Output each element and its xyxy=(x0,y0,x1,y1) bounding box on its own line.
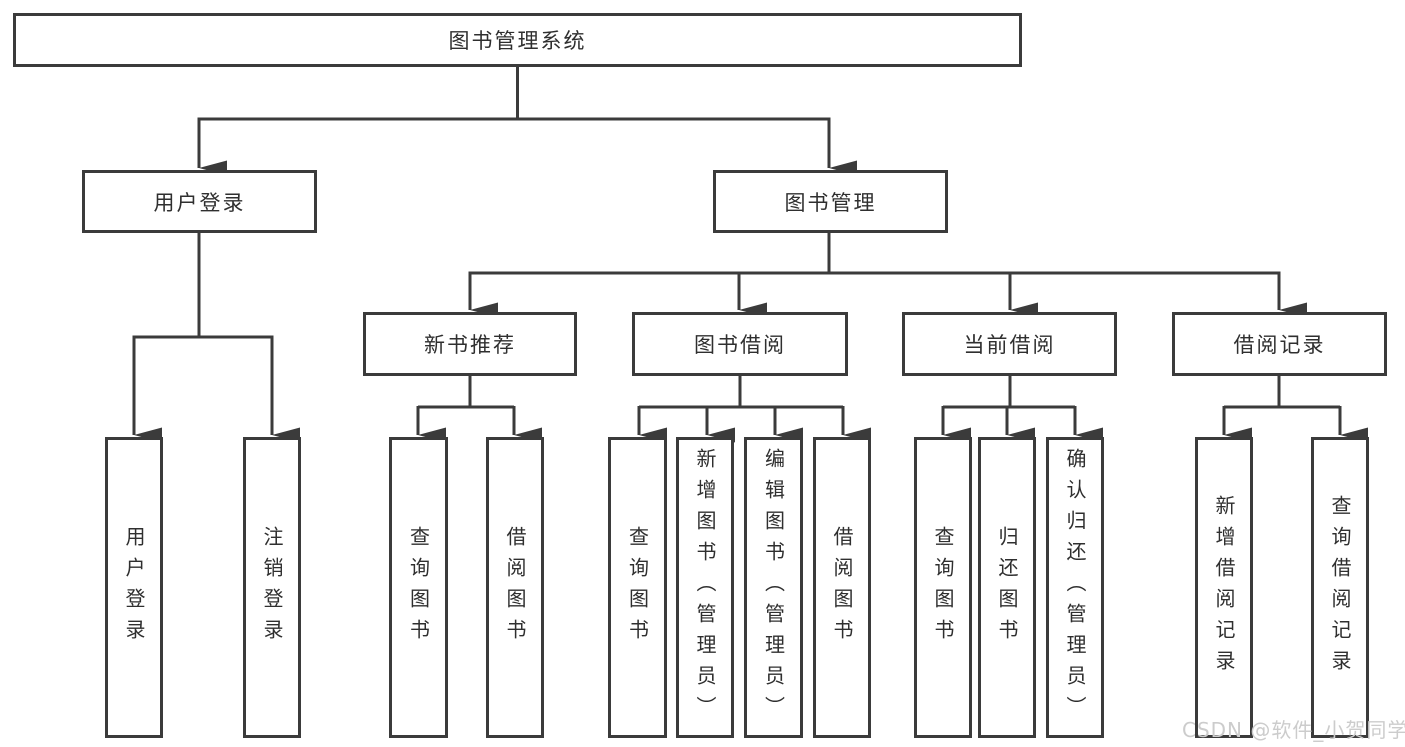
node-current-borrow: 当前借阅 xyxy=(902,312,1117,376)
csdn-watermark: CSDN @软件_小贺同学 xyxy=(1182,718,1405,742)
leaf-query-books-recommend: 查询图书 xyxy=(389,437,448,738)
leaf-logout: 注销登录 xyxy=(243,437,301,738)
leaf-add-books-admin: 新增图书（管理员） xyxy=(676,437,734,738)
leaf-confirm-return-admin: 确认归还（管理员） xyxy=(1046,437,1104,738)
node-book-borrow: 图书借阅 xyxy=(632,312,848,376)
node-library-management-system: 图书管理系统 xyxy=(13,13,1022,67)
leaf-user-login: 用户登录 xyxy=(105,437,163,738)
leaf-query-books-current: 查询图书 xyxy=(914,437,972,738)
leaf-borrow-books: 借阅图书 xyxy=(813,437,871,738)
node-user-login: 用户登录 xyxy=(82,170,317,233)
node-borrow-records: 借阅记录 xyxy=(1172,312,1387,376)
leaf-add-borrow-record: 新增借阅记录 xyxy=(1195,437,1253,738)
leaf-return-books: 归还图书 xyxy=(978,437,1036,738)
node-new-book-recommend: 新书推荐 xyxy=(363,312,577,376)
leaf-edit-books-admin: 编辑图书（管理员） xyxy=(744,437,803,738)
leaf-query-borrow-record: 查询借阅记录 xyxy=(1311,437,1369,738)
node-book-management: 图书管理 xyxy=(713,170,948,233)
leaf-query-books-borrow: 查询图书 xyxy=(608,437,667,738)
leaf-borrow-books-recommend: 借阅图书 xyxy=(486,437,544,738)
